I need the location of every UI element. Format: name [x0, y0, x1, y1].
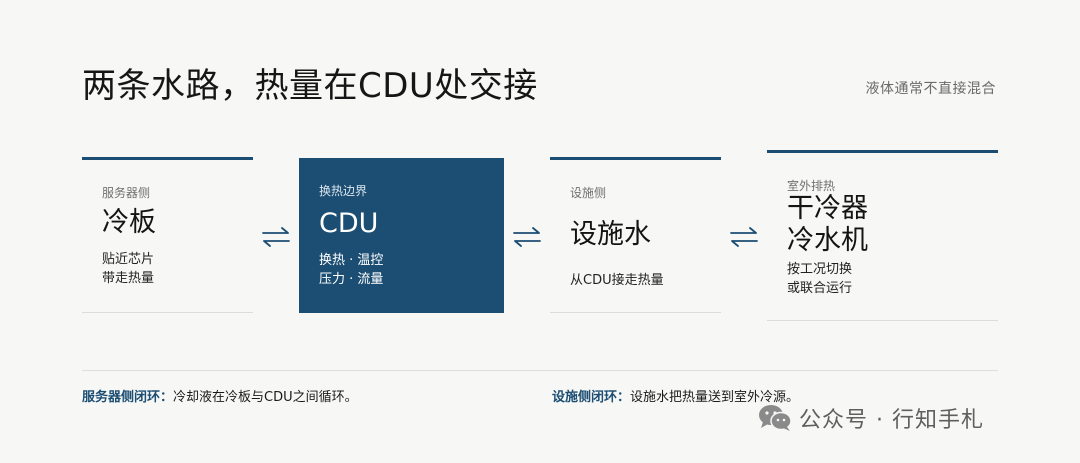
card-description-line: 贴近芯片 [102, 252, 155, 267]
card-bottom-rule [767, 320, 998, 321]
card-caption: 设施侧 [570, 186, 607, 200]
card-top-rule [767, 150, 998, 153]
card-top-rule [550, 157, 721, 160]
card-caption: 服务器侧 [102, 186, 151, 200]
server-side-card: 服务器侧 冷板 贴近芯片 带走热量 [82, 157, 253, 313]
card-caption: 换热边界 [319, 184, 368, 198]
facility-side-card: 设施侧 设施水 从CDU接走热量 [550, 157, 721, 313]
card-heading: CDU [319, 208, 379, 239]
note-text: 设施水把热量送到室外冷源。 [630, 390, 800, 405]
watermark-text: 公众号 · 行知手札 [799, 408, 984, 433]
note-label: 服务器侧闭环： [82, 390, 174, 405]
card-heading: 干冷器 冷水机 [787, 193, 868, 257]
section-divider [82, 370, 998, 371]
card-description-line: 按工况切换 [787, 262, 853, 277]
card-bottom-rule [82, 312, 253, 313]
card-description-line: 压力 · 流量 [319, 272, 384, 287]
server-loop-note: 服务器侧闭环：冷却液在冷板与CDU之间循环。 [82, 386, 358, 405]
exchange-arrows-icon [513, 227, 541, 247]
card-heading: 设施水 [570, 219, 651, 250]
watermark: 公众号 · 行知手札 [757, 400, 984, 436]
card-heading-line: 干冷器 [787, 193, 868, 224]
cdu-card: 换热边界 CDU 换热 · 温控 压力 · 流量 [299, 158, 504, 313]
wechat-icon [759, 405, 792, 431]
facility-loop-note: 设施侧闭环：设施水把热量送到室外冷源。 [552, 386, 799, 405]
card-caption: 室外排热 [787, 179, 836, 193]
card-heading: 冷板 [102, 207, 156, 238]
card-description: 按工况切换 或联合运行 [787, 260, 852, 298]
card-bottom-rule [550, 312, 721, 313]
card-description-line: 从CDU接走热量 [570, 273, 664, 288]
card-description-line: 带走热量 [102, 271, 155, 286]
card-description: 换热 · 温控 压力 · 流量 [319, 251, 383, 289]
outdoor-heat-rejection-card: 室外排热 干冷器 冷水机 按工况切换 或联合运行 [767, 150, 998, 321]
note-label: 设施侧闭环： [552, 390, 631, 405]
note-text: 冷却液在冷板与CDU之间循环。 [173, 390, 358, 405]
card-description-line: 换热 · 温控 [319, 253, 384, 268]
card-top-rule [82, 157, 253, 160]
card-description: 贴近芯片 带走热量 [102, 250, 154, 288]
exchange-arrows-icon [262, 227, 290, 247]
card-description: 从CDU接走热量 [570, 271, 664, 290]
page-subtitle: 液体通常不直接混合 [865, 81, 996, 97]
page-title: 两条水路，热量在CDU处交接 [82, 66, 538, 106]
card-heading-line: 冷水机 [787, 225, 868, 256]
card-description-line: 或联合运行 [787, 281, 853, 296]
exchange-arrows-icon [730, 227, 758, 247]
